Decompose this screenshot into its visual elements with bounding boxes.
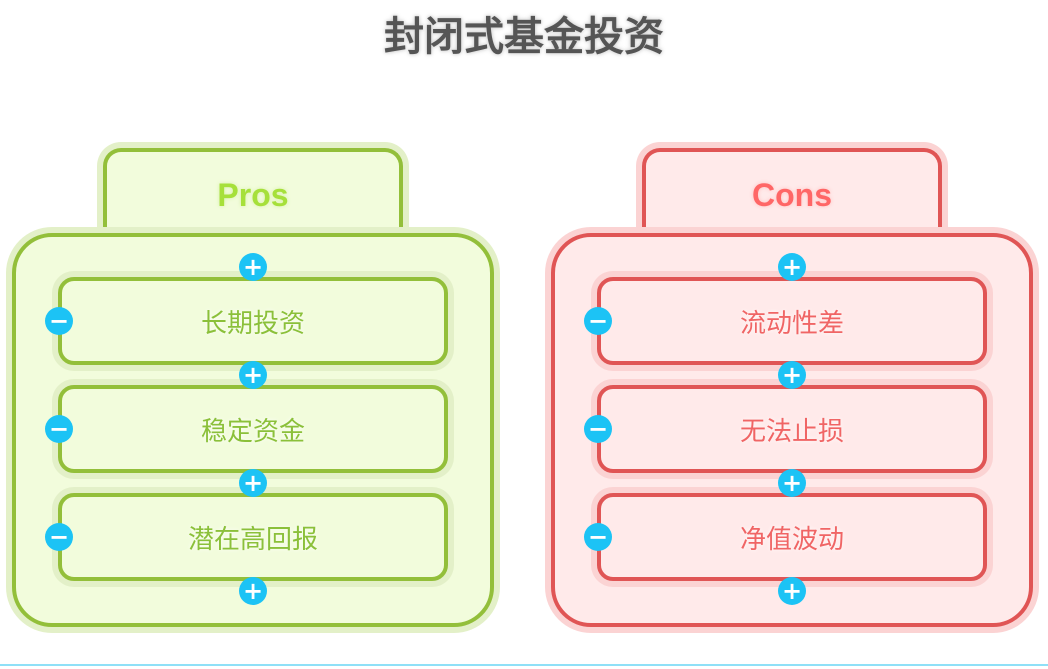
pros-item[interactable]: 长期投资 [58, 277, 448, 365]
minus-circle-icon[interactable]: − [584, 523, 612, 551]
cons-item[interactable]: 净值波动 [597, 493, 987, 581]
minus-circle-icon[interactable]: − [584, 307, 612, 335]
pros-header: Pros [103, 148, 403, 238]
plus-circle-icon[interactable]: + [778, 469, 806, 497]
pros-item-label: 潜在高回报 [187, 524, 318, 555]
pros-item-label: 长期投资 [200, 308, 305, 339]
plus-circle-icon[interactable]: + [778, 577, 806, 605]
bottom-divider [0, 664, 1048, 666]
minus-circle-icon[interactable]: − [45, 523, 73, 551]
cons-header: Cons [642, 148, 942, 238]
minus-circle-icon[interactable]: − [584, 415, 612, 443]
minus-circle-icon[interactable]: − [45, 415, 73, 443]
plus-circle-icon[interactable]: + [239, 361, 267, 389]
pros-item[interactable]: 稳定资金 [58, 385, 448, 473]
cons-item-label: 净值波动 [739, 524, 844, 555]
cons-item[interactable]: 流动性差 [597, 277, 987, 365]
plus-circle-icon[interactable]: + [239, 253, 267, 281]
minus-circle-icon[interactable]: − [45, 307, 73, 335]
cons-item-label: 无法止损 [739, 416, 844, 447]
plus-circle-icon[interactable]: + [778, 253, 806, 281]
pros-item-label: 稳定资金 [200, 416, 305, 447]
cons-item[interactable]: 无法止损 [597, 385, 987, 473]
pros-item[interactable]: 潜在高回报 [58, 493, 448, 581]
cons-item-label: 流动性差 [739, 308, 844, 339]
diagram-title: 封闭式基金投资 [384, 14, 664, 60]
plus-circle-icon[interactable]: + [239, 469, 267, 497]
plus-circle-icon[interactable]: + [239, 577, 267, 605]
plus-circle-icon[interactable]: + [778, 361, 806, 389]
